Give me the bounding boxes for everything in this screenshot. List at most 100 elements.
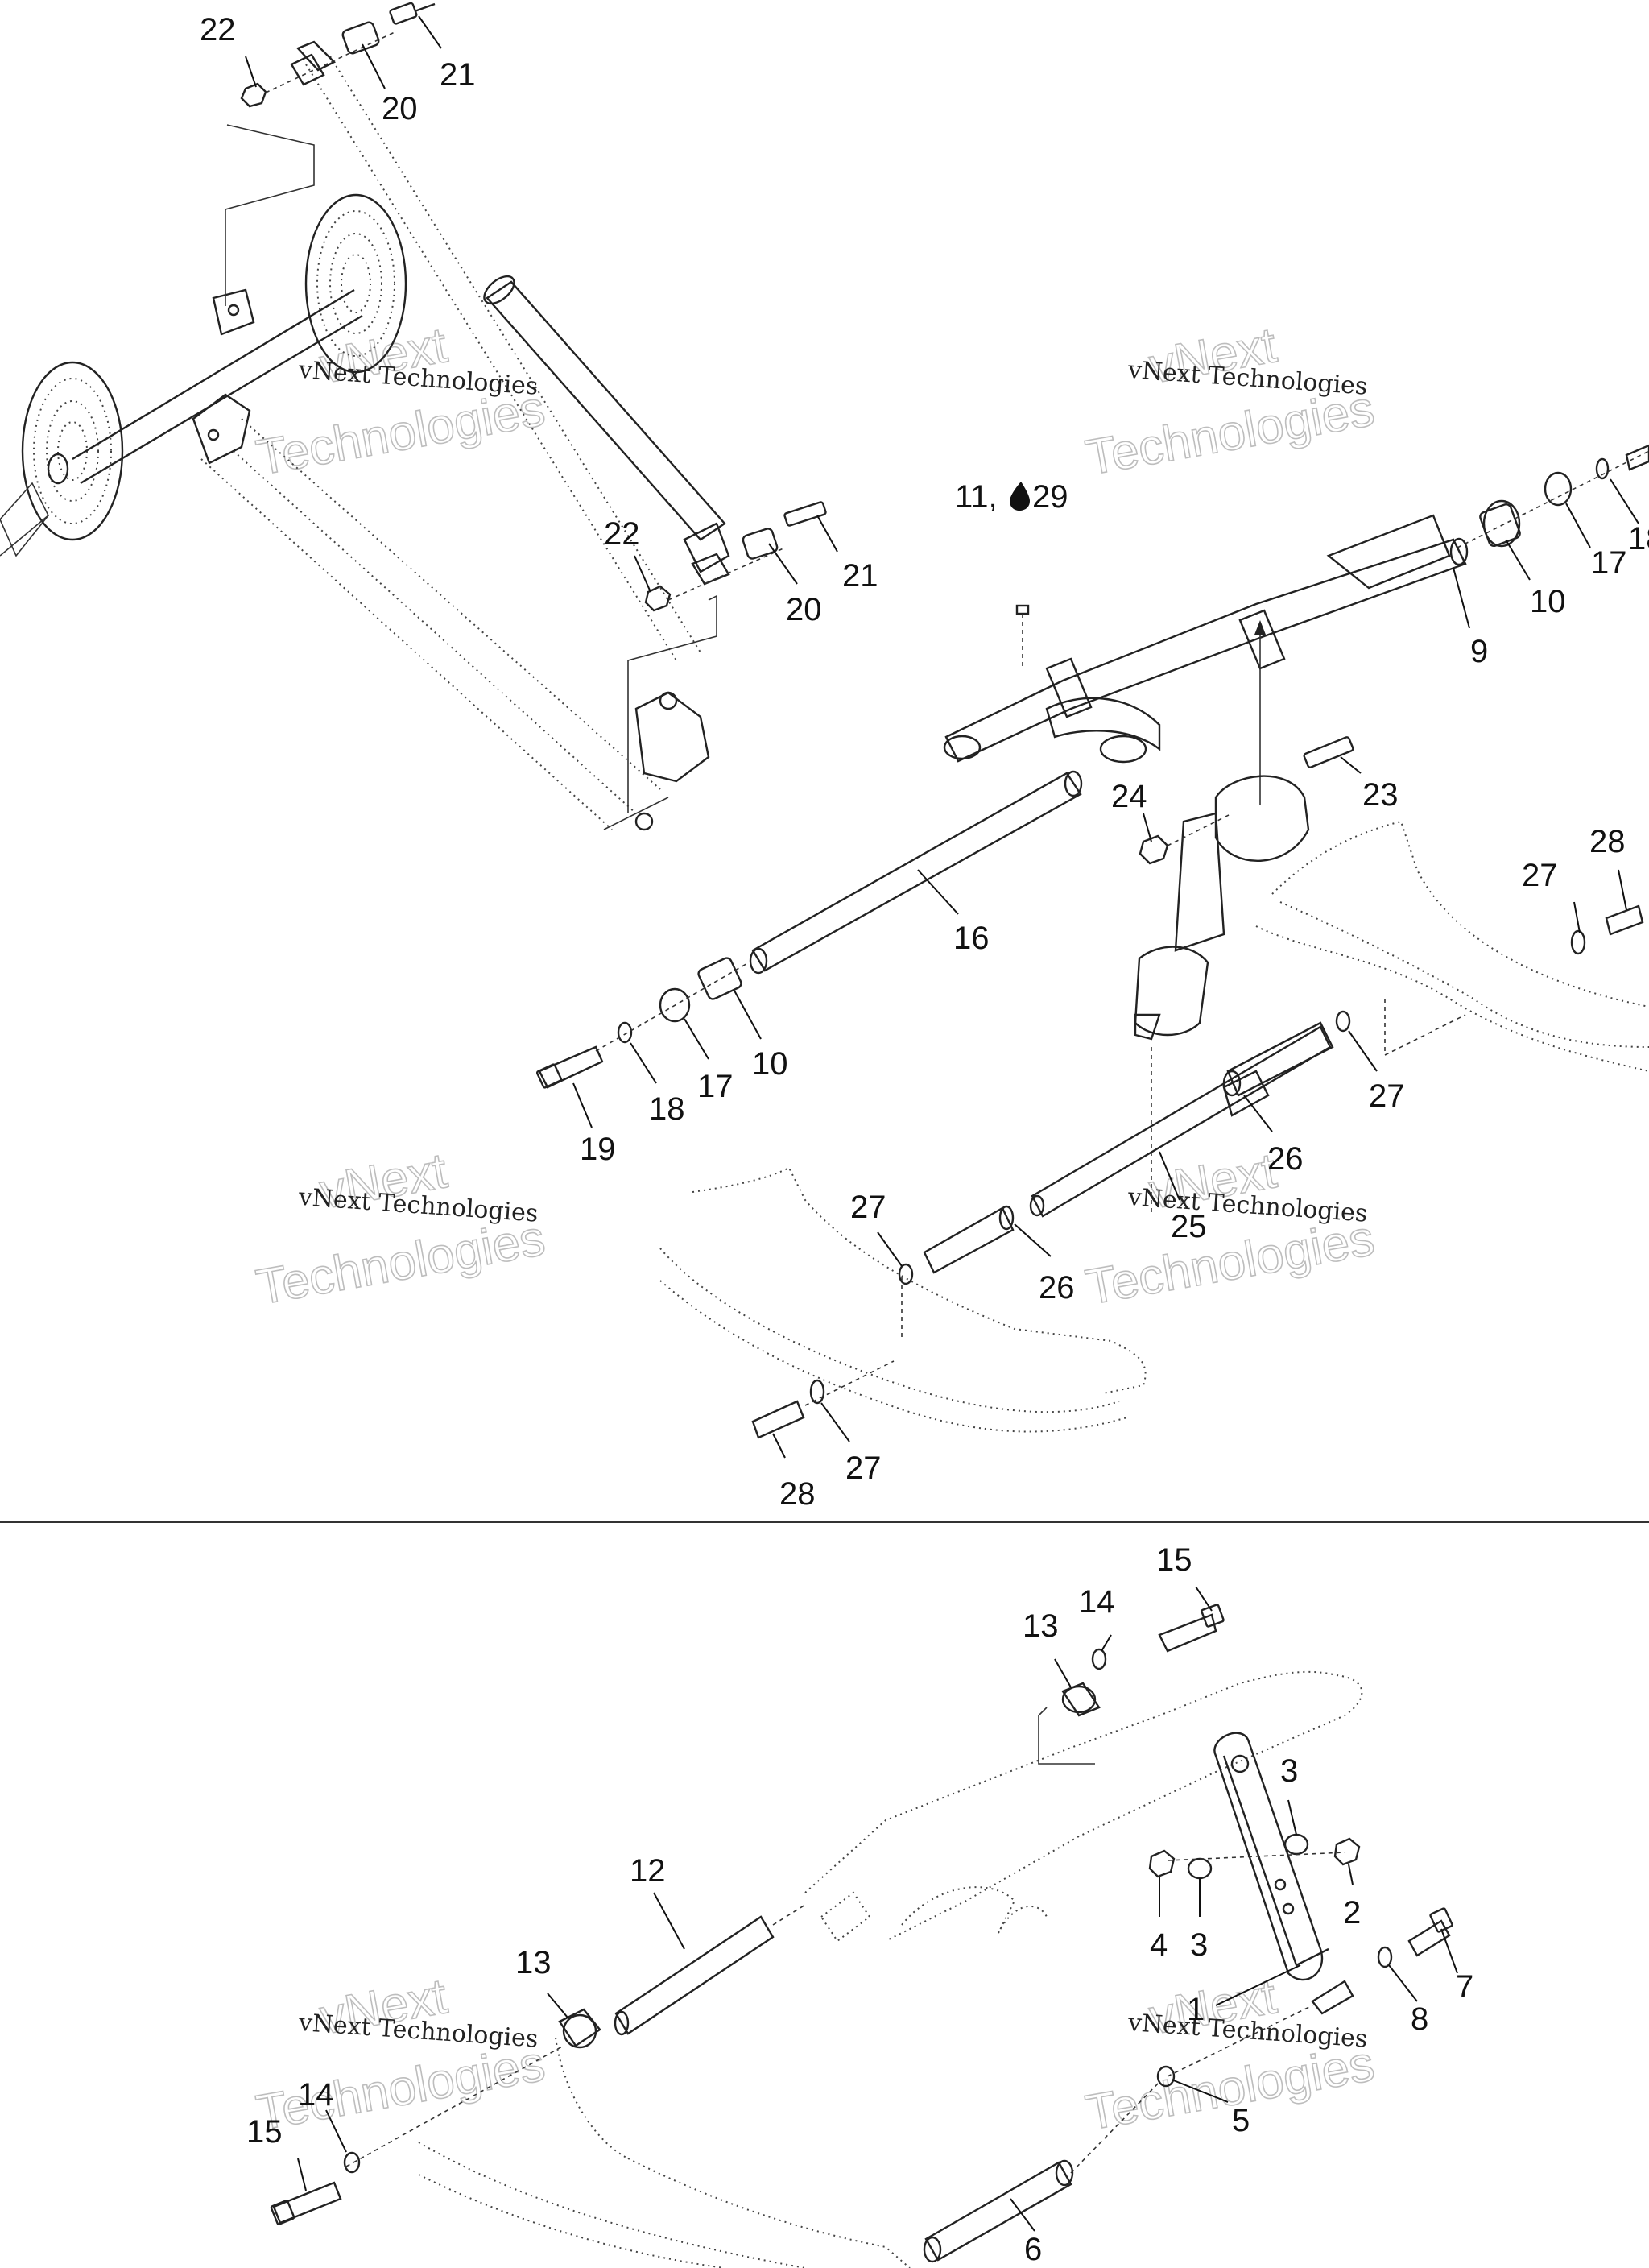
washer-27-rail [1570,929,1586,955]
callout-7: 7 [1456,1969,1473,2005]
callout-3-left: 3 [1190,1927,1208,1963]
callout-27-shaft-left: 27 [850,1190,886,1225]
washer-18-left [617,1021,633,1044]
bolt-21-upper [389,2,418,25]
bolt-23 [1303,736,1354,768]
watermark-5: vNext Technologies vNext Technologies [252,1968,550,2142]
callout-24: 24 [1111,779,1147,814]
callout-14-upper: 14 [1079,1584,1115,1620]
bushing-13-upper [1061,1685,1097,1714]
shock-arm-guide-lines [200,56,701,830]
axle-bracket [192,393,251,465]
spacer-5 [1156,2065,1176,2088]
watermark-group: vNext Technologies vNext Technologies vN… [252,317,1379,2142]
hardware-upper-bottom-group [1038,1604,1225,1717]
callout-20-lower: 20 [786,592,822,627]
hardware-middle-group [644,501,827,612]
callout-27-rail: 27 [1522,858,1558,893]
hardware-rail-left [751,1360,895,1439]
callout-21-lower: 21 [842,558,878,594]
callout-17-right: 17 [1591,545,1627,581]
callout-10-left: 10 [752,1046,788,1082]
callout-29-lube: 29 [1032,479,1068,515]
callout-6: 6 [1024,2232,1042,2267]
watermark-4: vNext Technologies vNext Technologies [1081,1142,1379,1316]
nut-22-upper [240,82,267,108]
callout-leaders [245,15,1639,2232]
assembly-connector-lines [225,124,717,813]
washer-3-left [1187,1857,1213,1880]
callout-26-left: 26 [1039,1270,1075,1306]
hardware-right-group [1457,444,1649,548]
pivot-bracket [603,691,710,831]
callout-19: 19 [580,1132,616,1167]
bolt-15-lower [272,2181,342,2225]
callout-10-right: 10 [1530,584,1566,619]
watermark-big-10: Technologies [252,2036,548,2142]
rear-shock-absorber [295,40,730,573]
rear-arm-assembly-bottom [804,1670,1363,1943]
hardware-left-group [535,957,750,1089]
bushing-10-left [697,957,742,1000]
watermark-big-12: Technologies [1081,2036,1378,2142]
callout-4: 4 [1150,1927,1168,1963]
rear-axle-wheel-assembly [0,193,407,557]
bolt-28-left [751,1400,805,1439]
bolt-2-head [1333,1837,1361,1866]
bolt-15-upper [1158,1613,1217,1653]
callout-26-right: 26 [1267,1141,1304,1177]
watermark-big-6: Technologies [252,1211,548,1316]
washer-8 [1377,1946,1393,1968]
callout-3-right: 3 [1280,1753,1298,1789]
cross-shaft-25 [898,1010,1351,1337]
center-shock-absorber [1134,736,1354,1216]
callout-20-upper: 20 [382,91,418,126]
cross-shaft-16 [749,770,1083,975]
shaft-12 [614,1904,806,2036]
lubricant-drop-icon [1010,482,1030,511]
callout-21-upper: 21 [440,57,476,93]
bushing-17-left [659,987,691,1023]
wheel-right-outer [304,193,407,374]
washer-27-left [809,1379,825,1405]
bolt-21-lower [783,501,827,527]
callout-9: 9 [1470,634,1488,669]
callout-8: 8 [1411,2001,1428,2037]
callout-13-upper: 13 [1023,1608,1059,1644]
callout-13-lower: 13 [515,1945,552,1980]
callout-28-rail: 28 [1589,824,1626,859]
nut-22-lower [644,585,672,612]
slide-rail-right [1255,820,1649,1072]
callout-23: 23 [1362,777,1399,813]
nut-24 [1139,834,1169,865]
bolt-28-rail [1605,904,1644,936]
callout-27-left: 27 [845,1451,882,1486]
callout-5: 5 [1232,2103,1250,2138]
callout-22-upper: 22 [200,12,236,48]
callout-11: 11, [955,479,998,515]
callout-2: 2 [1343,1895,1361,1931]
bushing-17-right [1544,471,1573,507]
callout-17-left: 17 [697,1069,734,1104]
hardware-lower-left-group [270,2008,601,2225]
washer-18-right [1595,457,1610,480]
washer-27-shaft-right [1335,1010,1351,1033]
slide-rail-bottom [418,2037,911,2268]
slide-rail-left [659,1166,1147,1433]
nut-4 [1148,1849,1176,1878]
callout-15-lower: 15 [246,2114,283,2150]
bushing-10-right [1482,499,1521,548]
callout-14-lower: 14 [298,2077,334,2113]
callout-18-right: 18 [1628,521,1649,557]
shaft-6 [924,2161,1072,2262]
washer-14-lower [343,2151,361,2174]
washer-3-right [1283,1833,1309,1856]
callout-labels: 22 21 20 22 21 20 11, 29 10 17 18 9 24 2… [200,12,1649,2267]
spacer-20-lower [742,528,779,560]
callout-25: 25 [1171,1209,1207,1244]
callout-22-lower: 22 [604,516,640,552]
wheel-left-outer [21,361,124,541]
callout-16: 16 [953,921,990,956]
hardware-rail-right [1570,904,1644,955]
sleeve-26-right [1226,1021,1334,1097]
